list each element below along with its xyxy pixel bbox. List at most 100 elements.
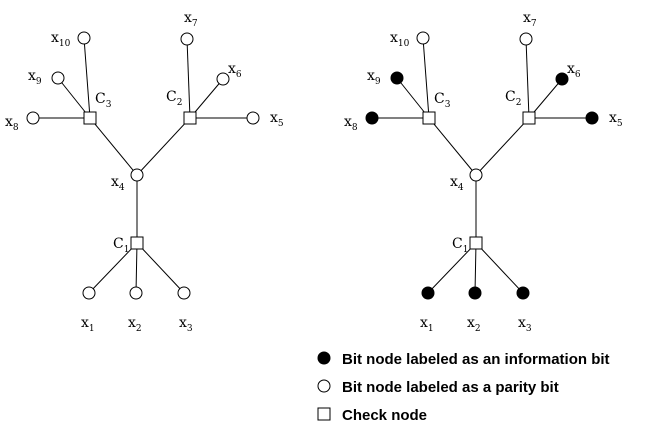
bit-node-x7 bbox=[519, 32, 533, 46]
bit-label-x8-base: x bbox=[344, 114, 352, 130]
bit-label-x2-subscript: 2 bbox=[136, 324, 142, 334]
bit-label-x7-base: x bbox=[523, 10, 531, 26]
bit-label-x9-base: x bbox=[28, 68, 36, 84]
check-label-C3-subscript: 3 bbox=[445, 100, 451, 110]
check-node-C3 bbox=[83, 111, 97, 125]
bit-label-x1-subscript: 1 bbox=[428, 324, 434, 334]
bit-label-x4: x4 bbox=[111, 174, 125, 193]
bit-label-x6-base: x bbox=[567, 61, 575, 77]
bit-label-x6: x6 bbox=[567, 61, 581, 80]
bit-label-x9: x9 bbox=[28, 68, 42, 87]
bit-label-x2-base: x bbox=[128, 315, 136, 331]
check-label-C2-base: C bbox=[505, 89, 516, 105]
edge-c1-x3 bbox=[136, 242, 185, 294]
bit-label-x3-base: x bbox=[179, 315, 187, 331]
edge-c3-x9 bbox=[57, 77, 91, 119]
legend-open-circle-icon bbox=[317, 379, 331, 393]
bit-node-x10 bbox=[416, 31, 430, 45]
bit-label-x8-subscript: 8 bbox=[352, 123, 358, 133]
bit-label-x5-subscript: 5 bbox=[278, 119, 284, 129]
check-label-C1-base: C bbox=[452, 236, 463, 252]
bit-node-x9 bbox=[390, 71, 404, 85]
bit-node-x6 bbox=[555, 72, 569, 86]
bit-label-x2-base: x bbox=[467, 315, 475, 331]
bit-label-x3-base: x bbox=[518, 315, 526, 331]
bit-label-x5-base: x bbox=[270, 110, 278, 126]
bit-label-x10: x10 bbox=[390, 30, 410, 49]
edge-c1-x1 bbox=[88, 242, 138, 294]
bit-label-x6: x6 bbox=[228, 61, 242, 80]
bit-label-x4: x4 bbox=[450, 174, 464, 193]
bit-label-x5-base: x bbox=[609, 110, 617, 126]
bit-label-x1: x1 bbox=[420, 315, 434, 334]
bit-label-x1-base: x bbox=[81, 315, 89, 331]
bit-label-x3: x3 bbox=[518, 315, 532, 334]
edge-c1-x3 bbox=[475, 242, 524, 294]
bit-node-x4 bbox=[469, 168, 483, 182]
bit-node-x9 bbox=[51, 71, 65, 85]
check-label-C1: C1 bbox=[452, 236, 468, 255]
edge-c3-x9 bbox=[396, 77, 430, 119]
check-label-C1-subscript: 1 bbox=[124, 245, 130, 255]
check-label-C1-base: C bbox=[113, 236, 124, 252]
edge-c3-x10 bbox=[83, 37, 91, 119]
bit-node-x2 bbox=[468, 286, 482, 300]
bit-node-x5 bbox=[585, 111, 599, 125]
edge-c1-x2 bbox=[135, 242, 138, 294]
bit-label-x9-subscript: 9 bbox=[36, 77, 42, 87]
bit-label-x1-base: x bbox=[420, 315, 428, 331]
bit-label-x3-subscript: 3 bbox=[526, 324, 532, 334]
bit-label-x6-base: x bbox=[228, 61, 236, 77]
bit-label-x10-subscript: 10 bbox=[59, 39, 71, 49]
legend-label-information: Bit node labeled as an information bit bbox=[342, 351, 610, 368]
check-node-C2 bbox=[183, 111, 197, 125]
bit-label-x9: x9 bbox=[367, 68, 381, 87]
bit-node-x7 bbox=[180, 32, 194, 46]
bit-label-x8-subscript: 8 bbox=[13, 123, 19, 133]
bit-label-x6-subscript: 6 bbox=[236, 70, 242, 80]
check-label-C3-base: C bbox=[434, 91, 445, 107]
bit-label-x9-base: x bbox=[367, 68, 375, 84]
legend-label-parity: Bit node labeled as a parity bit bbox=[342, 379, 559, 396]
bit-label-x5: x5 bbox=[609, 110, 623, 129]
check-label-C2: C2 bbox=[505, 89, 521, 108]
bit-label-x7: x7 bbox=[184, 10, 198, 29]
bit-node-x2 bbox=[129, 286, 143, 300]
bit-label-x10-base: x bbox=[51, 30, 59, 46]
bit-node-x6 bbox=[216, 72, 230, 86]
bit-node-x3 bbox=[516, 286, 530, 300]
bit-label-x1-subscript: 1 bbox=[89, 324, 95, 334]
bit-label-x2: x2 bbox=[467, 315, 481, 334]
bit-label-x4-subscript: 4 bbox=[458, 183, 464, 193]
bit-label-x7-base: x bbox=[184, 10, 192, 26]
check-label-C3-base: C bbox=[95, 91, 106, 107]
bit-label-x5-subscript: 5 bbox=[617, 119, 623, 129]
check-node-C2 bbox=[522, 111, 536, 125]
legend-label-check: Check node bbox=[342, 407, 427, 424]
bit-label-x4-base: x bbox=[450, 174, 458, 190]
bit-node-x8 bbox=[365, 111, 379, 125]
bit-node-x8 bbox=[26, 111, 40, 125]
bit-node-x3 bbox=[177, 286, 191, 300]
edge-c3-x10 bbox=[422, 37, 430, 119]
bit-label-x6-subscript: 6 bbox=[575, 70, 581, 80]
bit-label-x9-subscript: 9 bbox=[375, 77, 381, 87]
bit-node-x4 bbox=[130, 168, 144, 182]
bit-label-x8-base: x bbox=[5, 114, 13, 130]
edge-c1-x2 bbox=[474, 242, 477, 294]
check-label-C2-subscript: 2 bbox=[516, 98, 522, 108]
bit-label-x5: x5 bbox=[270, 110, 284, 129]
legend: Bit node labeled as an information bit B… bbox=[317, 351, 610, 424]
check-label-C2: C2 bbox=[166, 89, 182, 108]
bit-label-x1: x1 bbox=[81, 315, 95, 334]
edge-c2-x7 bbox=[525, 38, 530, 119]
edge-c2-x7 bbox=[186, 38, 191, 119]
check-label-C3: C3 bbox=[95, 91, 112, 110]
check-node-C1 bbox=[130, 236, 144, 250]
edge-c2-x4 bbox=[136, 117, 191, 176]
bit-label-x2-subscript: 2 bbox=[475, 324, 481, 334]
check-label-C2-base: C bbox=[166, 89, 177, 105]
bit-label-x4-base: x bbox=[111, 174, 119, 190]
